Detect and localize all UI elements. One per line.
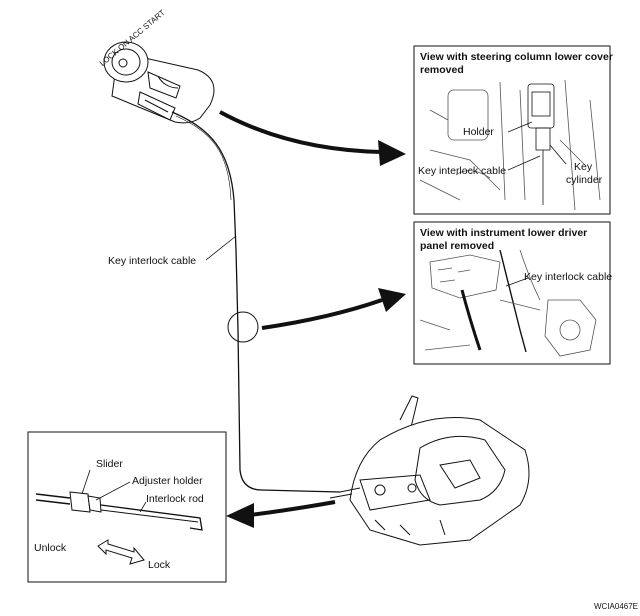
figure-code: WCIA0467E [594, 602, 638, 611]
instrument-panel: View with instrument lower driver panel … [413, 221, 612, 365]
interlock-rod-label: Interlock rod [146, 493, 204, 505]
instrument-key-interlock-cable-label: Key interlock cable [524, 271, 612, 283]
instrument-panel-title-line2: panel removed [420, 240, 494, 252]
holder-label: Holder [463, 126, 494, 138]
slider-label: Slider [96, 458, 123, 470]
unlock-lock-double-arrow-icon [97, 539, 145, 565]
steering-key-interlock-cable-label: Key interlock cable [418, 165, 506, 177]
arrow-to-steering-panel [219, 110, 406, 166]
key-interlock-cable [171, 111, 341, 493]
slider-detail-panel: Slider Adjuster holder Interlock rod Unl… [27, 431, 227, 583]
steering-panel-title-line2: removed [420, 64, 464, 76]
steering-panel-sketch [419, 79, 601, 211]
key-cylinder-label-line1: Key [574, 161, 593, 173]
shift-lever-assembly [329, 395, 530, 546]
adjuster-holder-label: Adjuster holder [132, 475, 203, 487]
slider-sketch [35, 491, 203, 531]
key-cylinder-illustration [103, 41, 215, 124]
instrument-panel-title-line1: View with instrument lower driver [420, 227, 587, 239]
detail-circle [227, 311, 259, 343]
cable-label-leader [205, 235, 237, 261]
instrument-panel-sketch [419, 249, 597, 357]
steering-column-panel: View with steering column lower cover re… [413, 45, 613, 215]
arrow-to-slider-panel [226, 500, 336, 528]
steering-panel-title-line1: View with steering column lower cover [420, 51, 613, 63]
unlock-label: Unlock [34, 542, 67, 554]
key-interlock-cable-label: Key interlock cable [108, 255, 196, 267]
lock-label: Lock [148, 559, 171, 571]
arrow-to-instrument-panel [261, 288, 406, 330]
key-cylinder-label-line2: cylinder [566, 174, 603, 186]
